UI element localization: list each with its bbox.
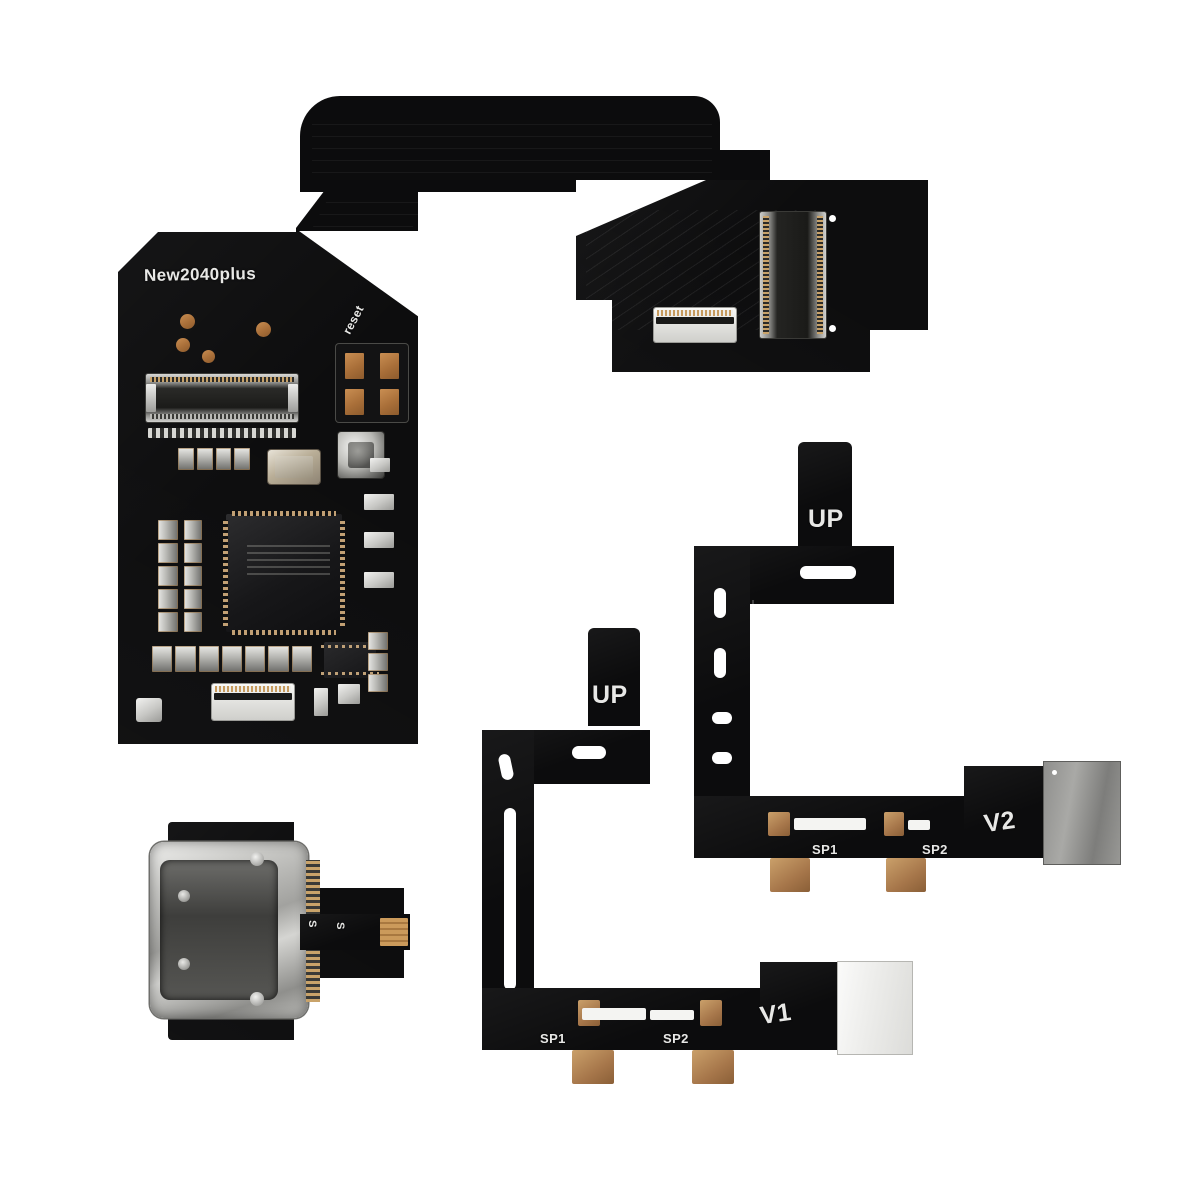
- cable-v1-pad-2: [692, 1050, 734, 1084]
- cable-v1-up-label: UP: [592, 681, 628, 709]
- cable-v2-pad-1: [770, 858, 810, 892]
- cable-v1-version-label: V1: [758, 997, 794, 1031]
- fpc-vertical-connector: [760, 212, 826, 338]
- resistor-array-bottom: [152, 646, 312, 672]
- cable-v2-sp2-label: SP2: [922, 842, 948, 857]
- cable-v2-version-label: V2: [982, 805, 1018, 839]
- main-pcb: New2040plus reset: [117, 231, 419, 744]
- cable-v1-end-connector: [838, 962, 912, 1054]
- cable-v2-pad-2: [886, 858, 926, 892]
- mcu-qfn-chip: [223, 511, 345, 635]
- soic-chip: [321, 642, 379, 678]
- cable-v1-sp1-label: SP1: [540, 1031, 566, 1046]
- resistor-array-top: [178, 448, 250, 470]
- reset-label: reset: [340, 302, 367, 337]
- usb-c-board: S S: [150, 822, 410, 1040]
- brand-label: New2040plus: [143, 264, 257, 285]
- zif-connector-bottom: [212, 684, 294, 720]
- pad-column-left2: [184, 520, 202, 632]
- cable-v2-end-connector: [1044, 762, 1120, 864]
- usb-c-connector[interactable]: [150, 842, 308, 1018]
- top-connector-board: [576, 180, 928, 372]
- crystal-oscillator: [268, 450, 320, 484]
- flex-tail-contacts: [380, 918, 408, 946]
- pad-column-left: [158, 520, 178, 632]
- cable-v2-sp1-label: SP1: [812, 842, 838, 857]
- zif-white-connector: [654, 308, 736, 342]
- cable-v2-up-label: UP: [808, 505, 844, 533]
- reset-pads: [336, 344, 408, 422]
- fpc-connector: [146, 374, 298, 422]
- cable-v1-pad-1: [572, 1050, 614, 1084]
- cable-v1-sp2-label: SP2: [663, 1031, 689, 1046]
